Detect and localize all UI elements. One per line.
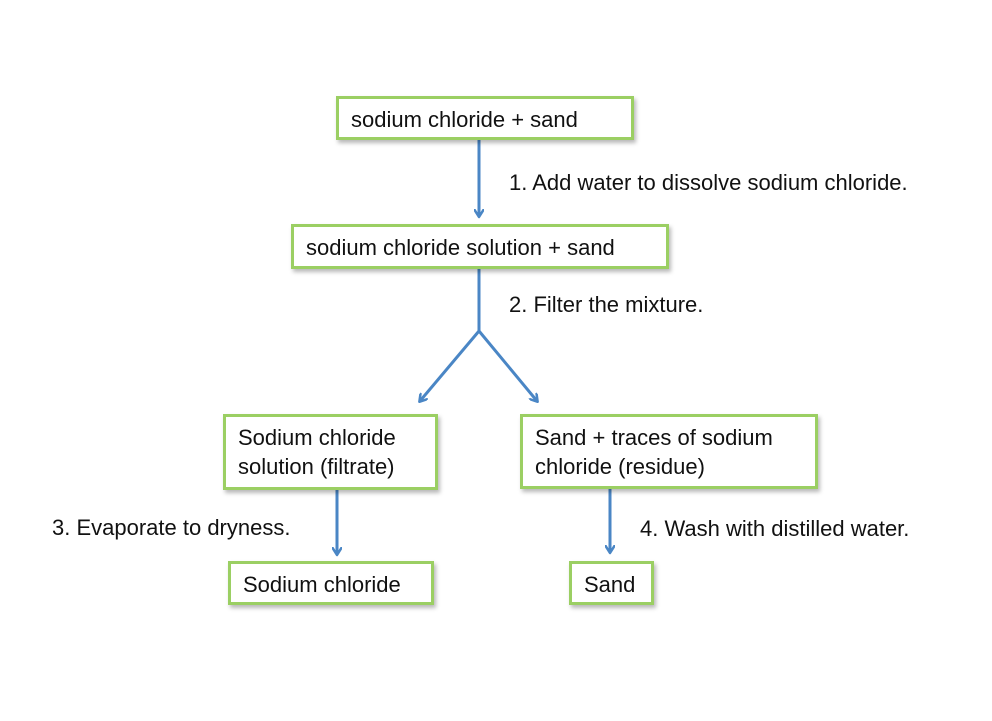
node-residue-line2: chloride (residue) bbox=[535, 454, 705, 479]
node-solution-sand: sodium chloride solution + sand bbox=[291, 224, 669, 269]
step-1-label: 1. Add water to dissolve sodium chloride… bbox=[509, 170, 908, 195]
node-sodium-chloride-label: Sodium chloride bbox=[243, 572, 401, 597]
node-sand: Sand bbox=[569, 561, 654, 605]
node-residue: Sand + traces of sodium chloride (residu… bbox=[520, 414, 818, 489]
node-mixture-label: sodium chloride + sand bbox=[351, 107, 578, 132]
step-4-label: 4. Wash with distilled water. bbox=[640, 516, 910, 541]
arrow-to-filtrate bbox=[420, 330, 481, 401]
node-sand-label: Sand bbox=[584, 572, 636, 597]
arrow-to-residue bbox=[477, 330, 537, 401]
node-filtrate: Sodium chloride solution (filtrate) bbox=[223, 414, 438, 490]
node-mixture: sodium chloride + sand bbox=[336, 96, 634, 140]
node-residue-line1: Sand + traces of sodium bbox=[535, 425, 773, 450]
step-2-label: 2. Filter the mixture. bbox=[509, 292, 704, 317]
node-filtrate-line1: Sodium chloride bbox=[238, 425, 396, 450]
node-filtrate-line2: solution (filtrate) bbox=[238, 454, 395, 479]
node-sodium-chloride: Sodium chloride bbox=[228, 561, 434, 605]
node-solution-sand-label: sodium chloride solution + sand bbox=[306, 235, 615, 260]
step-3-label: 3. Evaporate to dryness. bbox=[52, 515, 291, 540]
